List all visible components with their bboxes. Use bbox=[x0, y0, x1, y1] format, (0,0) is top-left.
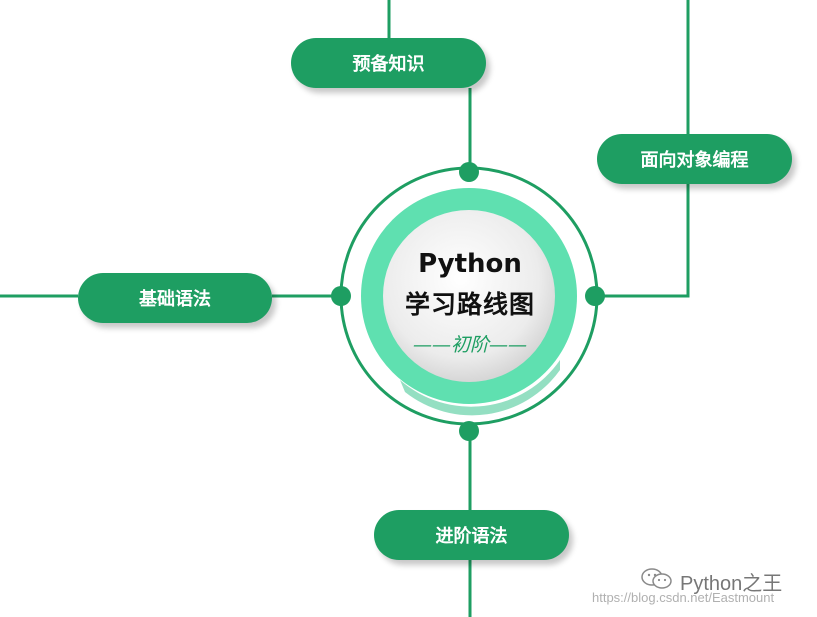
center-subtitle: 学习路线图 bbox=[404, 290, 535, 319]
hub-center-disc bbox=[383, 210, 555, 382]
hub-ring-shadow bbox=[400, 360, 560, 416]
junction-dot-bottom bbox=[459, 421, 479, 441]
wechat-icon bbox=[640, 566, 674, 596]
node-prereq-knowledge: 预备知识 bbox=[291, 38, 486, 88]
junction-dot-top bbox=[459, 162, 479, 182]
watermark-name: Python之王 bbox=[680, 572, 783, 595]
connector-oop-hub bbox=[596, 184, 690, 298]
node-object-oriented: 面向对象编程 bbox=[597, 134, 792, 184]
stage-label: ——初阶—— bbox=[412, 334, 527, 356]
watermark: Python之王 bbox=[640, 566, 782, 596]
junction-dot-left bbox=[331, 286, 351, 306]
node-basic-syntax: 基础语法 bbox=[78, 273, 272, 323]
watermark-url: https://blog.csdn.net/Eastmount bbox=[592, 590, 775, 605]
node-advanced-syntax: 进阶语法 bbox=[374, 510, 569, 560]
junction-dot-right bbox=[585, 286, 605, 306]
center-title: Python bbox=[418, 249, 522, 279]
